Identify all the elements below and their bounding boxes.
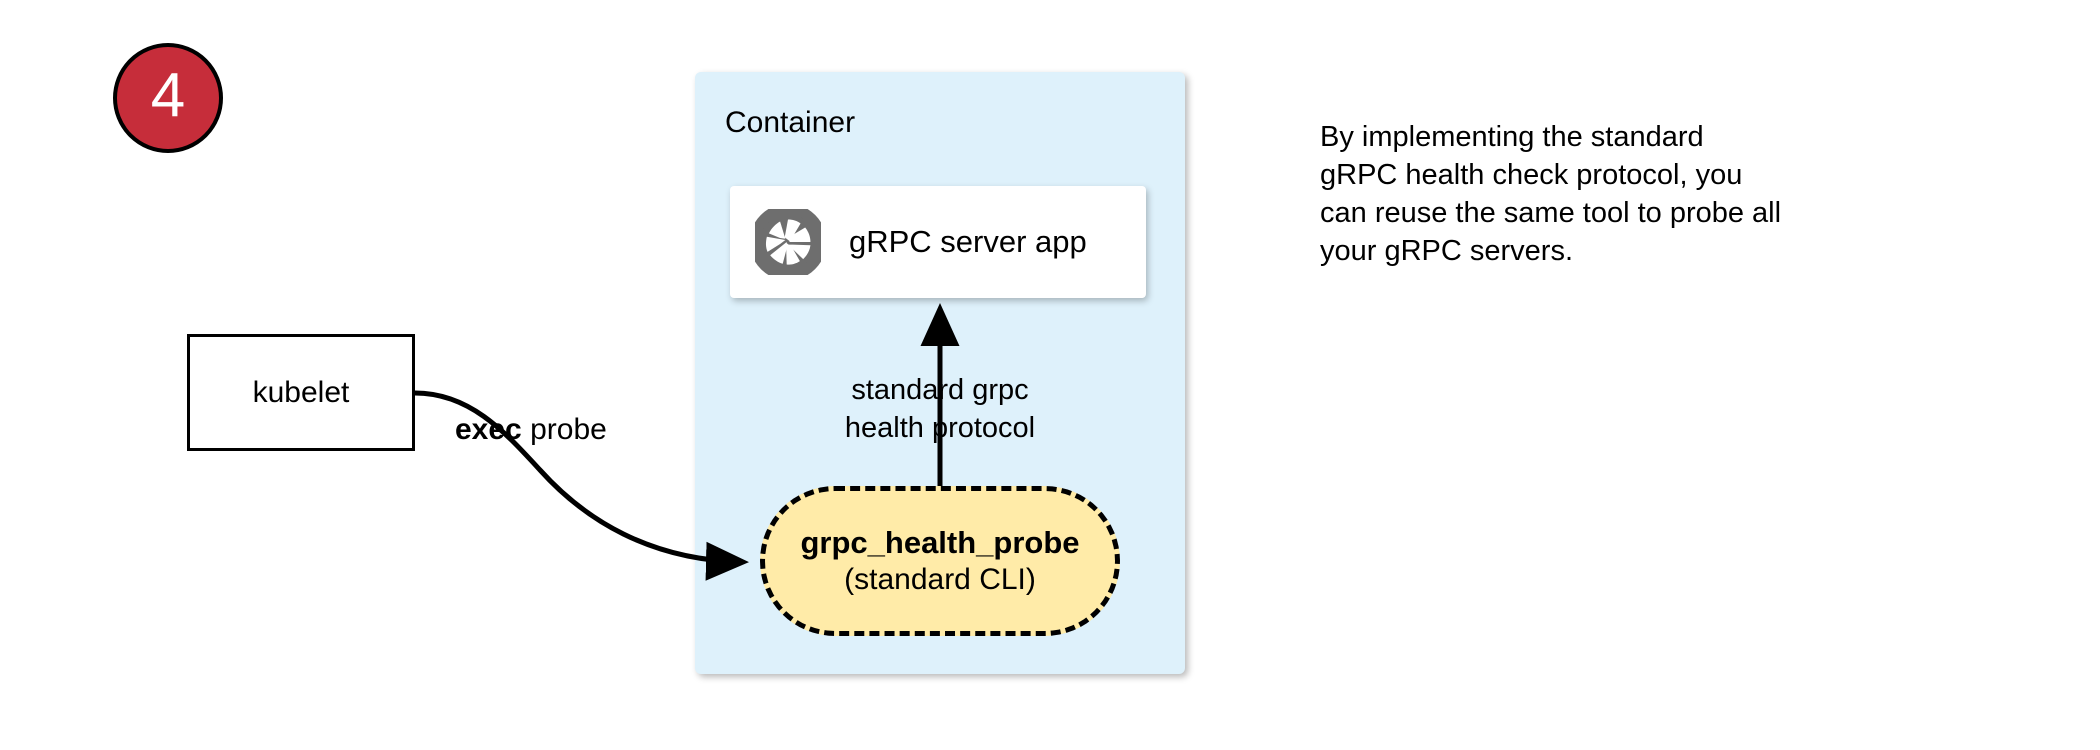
exec-probe-edge-label: exec probe xyxy=(455,413,607,447)
exec-probe-label-bold: exec xyxy=(455,413,522,446)
kubelet-label: kubelet xyxy=(252,375,350,409)
grpc-health-probe-title: grpc_health_probe xyxy=(800,525,1080,561)
grpc-health-probe-subtitle: (standard CLI) xyxy=(844,562,1036,596)
exec-probe-label-rest: probe xyxy=(521,413,607,446)
grpc-server-app-card: gRPC server app xyxy=(730,186,1146,298)
kubelet-node: kubelet xyxy=(187,334,415,451)
caption-line-3: can reuse the same tool to probe all xyxy=(1320,197,1782,229)
step-number-text: 4 xyxy=(150,61,186,130)
caption-line-1: By implementing the standard xyxy=(1320,121,1704,153)
caption-line-2: gRPC health check protocol, you xyxy=(1320,159,1743,191)
container-title: Container xyxy=(725,106,856,139)
caption-text: By implementing the standard gRPC health… xyxy=(1320,118,1900,270)
step-number-badge: 4 xyxy=(113,43,223,153)
aperture-icon xyxy=(755,209,821,275)
grpc-server-app-label: gRPC server app xyxy=(849,224,1087,259)
grpc-health-probe-node: grpc_health_probe (standard CLI) xyxy=(760,486,1120,636)
caption-line-4: your gRPC servers. xyxy=(1320,235,1574,267)
